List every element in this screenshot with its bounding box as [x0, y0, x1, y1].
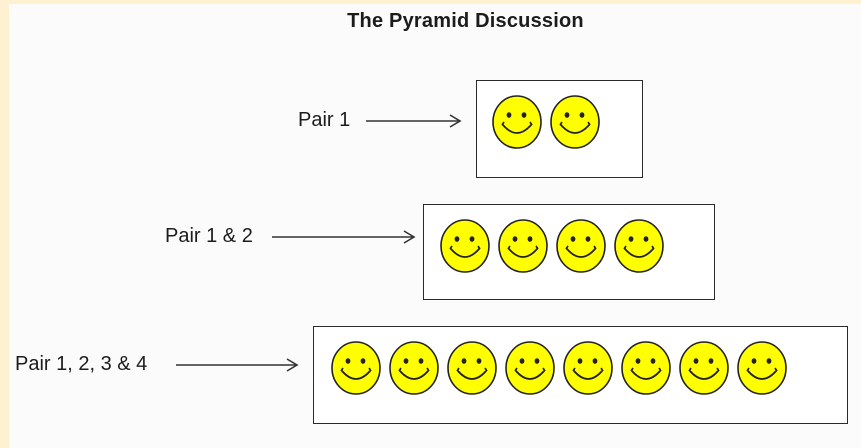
- row-label-pair-1-2-3-4: Pair 1, 2, 3 & 4: [15, 353, 148, 375]
- row-label-pair-1: Pair 1: [298, 109, 351, 131]
- arrow-row-1: [366, 113, 464, 129]
- smiley-face-icon: [447, 341, 497, 395]
- faces-row-2: [439, 218, 665, 274]
- smiley-face-icon: [563, 341, 613, 395]
- smiley-face-icon: [498, 219, 548, 273]
- smiley-face-icon: [679, 341, 729, 395]
- smiley-face-icon: [556, 219, 606, 273]
- smiley-face-icon: [331, 341, 381, 395]
- smiley-face-icon: [737, 341, 787, 395]
- smiley-face-icon: [389, 341, 439, 395]
- arrow-row-2: [272, 229, 418, 245]
- smiley-face-icon: [505, 341, 555, 395]
- smiley-face-icon: [621, 341, 671, 395]
- arrow-row-3: [176, 357, 301, 373]
- row-label-pair-1-2: Pair 1 & 2: [165, 225, 253, 247]
- smiley-face-icon: [614, 219, 664, 273]
- diagram-title: The Pyramid Discussion: [347, 10, 584, 32]
- smiley-face-icon: [550, 95, 600, 149]
- faces-row-3: [330, 340, 788, 396]
- smiley-face-icon: [440, 219, 490, 273]
- faces-row-1: [491, 94, 601, 150]
- smiley-face-icon: [492, 95, 542, 149]
